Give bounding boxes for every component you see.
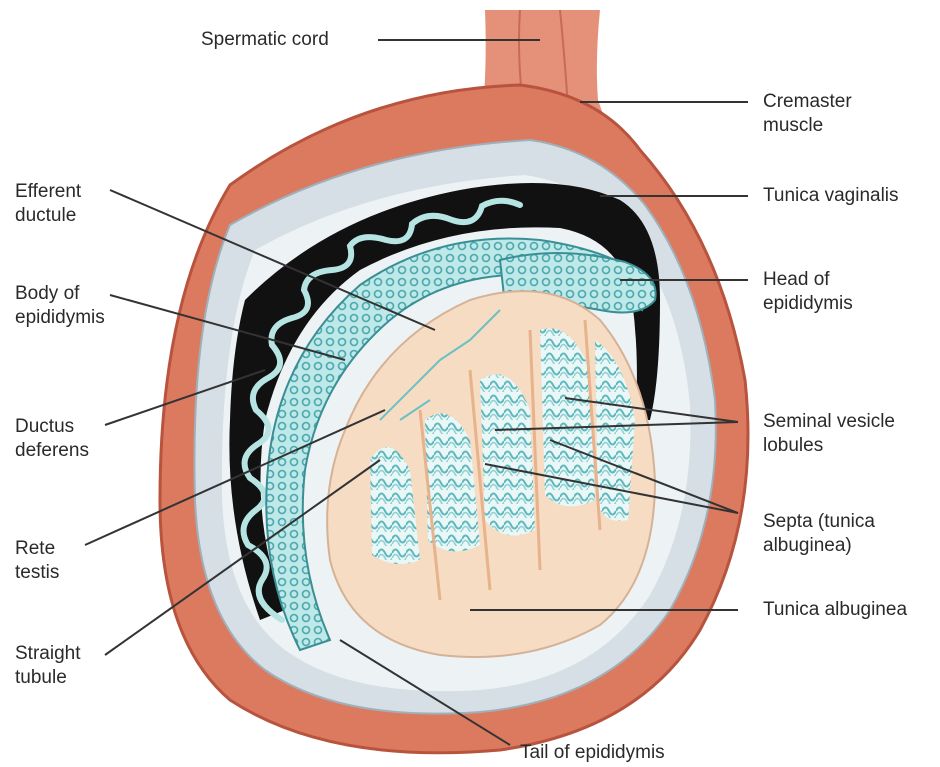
label-straight-tubule-line1: Straight bbox=[15, 642, 80, 666]
label-tunica-vaginalis-text: Tunica vaginalis bbox=[763, 184, 899, 208]
label-body-of-epididymis-line2: epididymis bbox=[15, 306, 105, 330]
label-spermatic-cord-text: Spermatic cord bbox=[201, 28, 329, 52]
label-rete-testis: Rete testis bbox=[15, 537, 59, 585]
label-cremaster-muscle: Cremaster muscle bbox=[763, 90, 852, 138]
label-straight-tubule-line2: tubule bbox=[15, 666, 80, 690]
label-tunica-albuginea: Tunica albuginea bbox=[763, 598, 907, 622]
label-seminal-vesicle-lobules-line2: lobules bbox=[763, 434, 895, 458]
label-tail-of-epididymis: Tail of epididymis bbox=[520, 741, 665, 765]
label-ductus-deferens-line2: deferens bbox=[15, 439, 89, 463]
label-ductus-deferens-line1: Ductus bbox=[15, 415, 89, 439]
label-cremaster-muscle-line2: muscle bbox=[763, 114, 852, 138]
label-septa-line2: albuginea) bbox=[763, 534, 875, 558]
label-efferent-ductule-line1: Efferent bbox=[15, 180, 81, 204]
label-straight-tubule: Straight tubule bbox=[15, 642, 80, 690]
label-rete-testis-line1: Rete bbox=[15, 537, 59, 561]
label-cremaster-muscle-line1: Cremaster bbox=[763, 90, 852, 114]
label-spermatic-cord: Spermatic cord bbox=[201, 28, 329, 52]
label-body-of-epididymis-line1: Body of bbox=[15, 282, 105, 306]
label-body-of-epididymis: Body of epididymis bbox=[15, 282, 105, 330]
label-ductus-deferens: Ductus deferens bbox=[15, 415, 89, 463]
label-septa: Septa (tunica albuginea) bbox=[763, 510, 875, 558]
label-efferent-ductule-line2: ductule bbox=[15, 204, 81, 228]
label-seminal-vesicle-lobules-line1: Seminal vesicle bbox=[763, 410, 895, 434]
label-rete-testis-line2: testis bbox=[15, 561, 59, 585]
label-head-of-epididymis-line1: Head of bbox=[763, 268, 853, 292]
label-head-of-epididymis: Head of epididymis bbox=[763, 268, 853, 316]
label-septa-line1: Septa (tunica bbox=[763, 510, 875, 534]
label-tunica-albuginea-text: Tunica albuginea bbox=[763, 598, 907, 622]
label-seminal-vesicle-lobules: Seminal vesicle lobules bbox=[763, 410, 895, 458]
label-tail-of-epididymis-text: Tail of epididymis bbox=[520, 741, 665, 765]
label-head-of-epididymis-line2: epididymis bbox=[763, 292, 853, 316]
label-efferent-ductule: Efferent ductule bbox=[15, 180, 81, 228]
label-tunica-vaginalis: Tunica vaginalis bbox=[763, 184, 899, 208]
